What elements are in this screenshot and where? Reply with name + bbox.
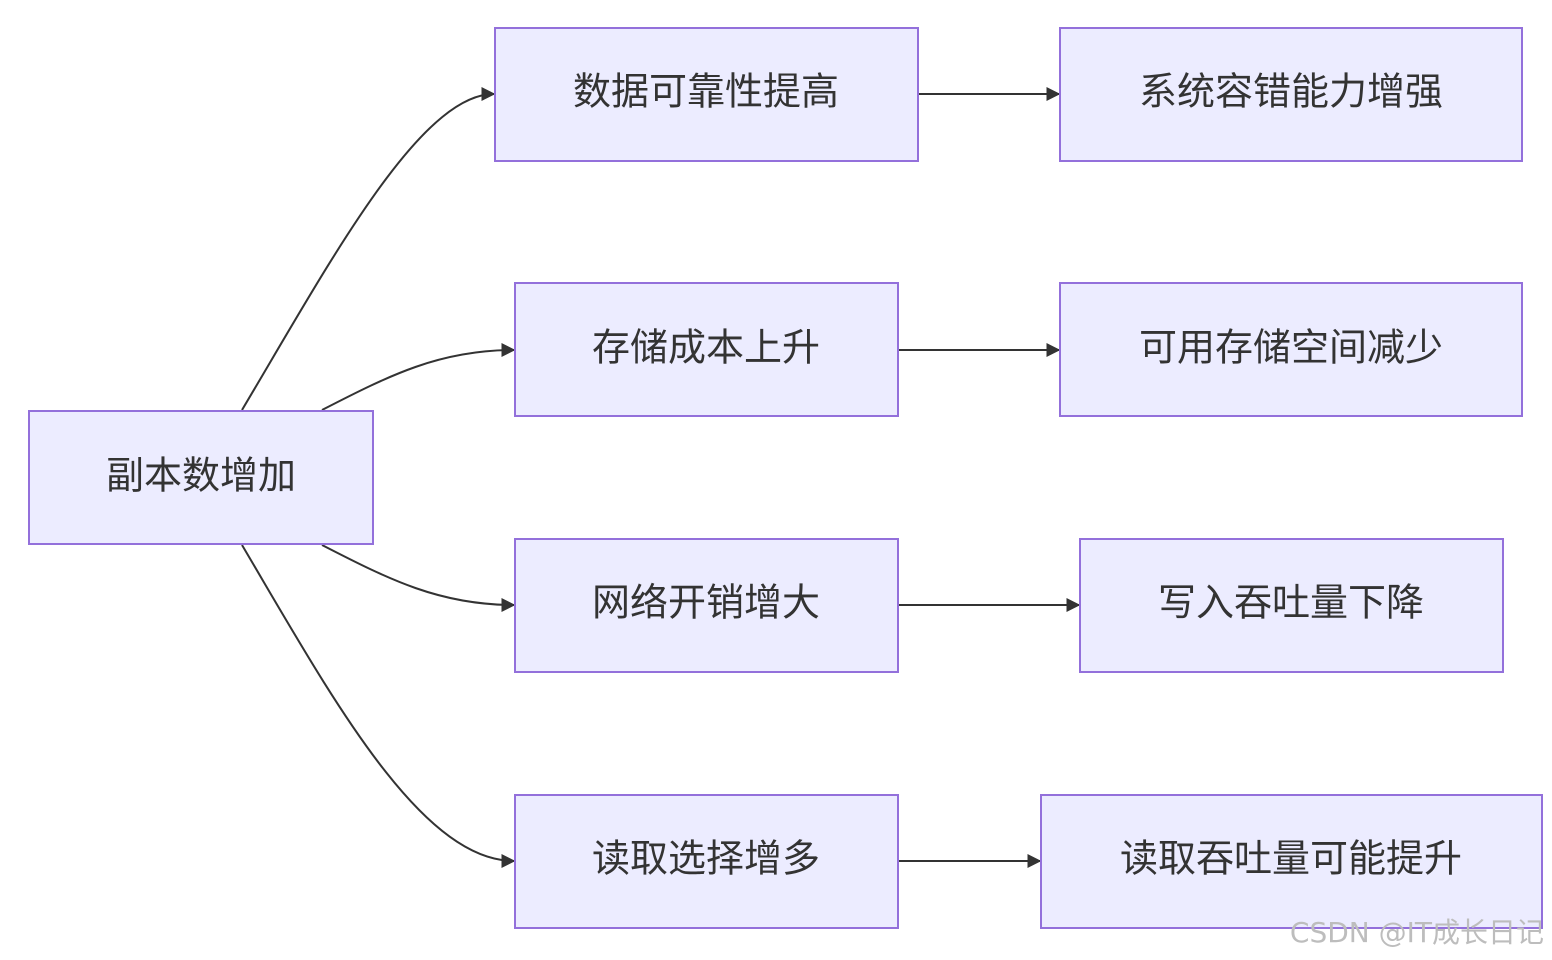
node-read-choices-up-label: 读取选择增多 — [592, 837, 820, 881]
node-reliability-up: 数据可靠性提高 — [494, 27, 919, 162]
node-write-throughput-down-label: 写入吞吐量下降 — [1158, 581, 1424, 625]
node-fault-tolerance: 系统容错能力增强 — [1059, 27, 1523, 162]
node-root-label: 副本数增加 — [106, 454, 296, 498]
node-fault-tolerance-label: 系统容错能力增强 — [1139, 70, 1443, 114]
edge-root-to-network-overhead — [321, 544, 516, 612]
node-available-storage-down-label: 可用存储空间减少 — [1139, 326, 1443, 370]
node-read-throughput-up: 读取吞吐量可能提升 — [1040, 794, 1543, 929]
node-network-overhead-up: 网络开销增大 — [514, 538, 899, 673]
watermark: CSDN @IT成长日记 — [1290, 916, 1544, 949]
node-network-overhead-up-label: 网络开销增大 — [592, 581, 820, 625]
node-reliability-up-label: 数据可靠性提高 — [573, 70, 839, 114]
node-root: 副本数增加 — [28, 410, 374, 545]
node-read-choices-up: 读取选择增多 — [514, 794, 899, 929]
node-write-throughput-down: 写入吞吐量下降 — [1079, 538, 1504, 673]
edges — [241, 87, 1081, 868]
node-storage-cost-up: 存储成本上升 — [514, 282, 899, 417]
edge-root-to-read-choices — [241, 544, 516, 868]
edge-root-to-storage-cost — [321, 343, 516, 411]
edge-root-to-reliability — [241, 87, 496, 411]
node-storage-cost-up-label: 存储成本上升 — [592, 326, 820, 370]
node-read-throughput-up-label: 读取吞吐量可能提升 — [1120, 837, 1462, 881]
node-available-storage-down: 可用存储空间减少 — [1059, 282, 1523, 417]
